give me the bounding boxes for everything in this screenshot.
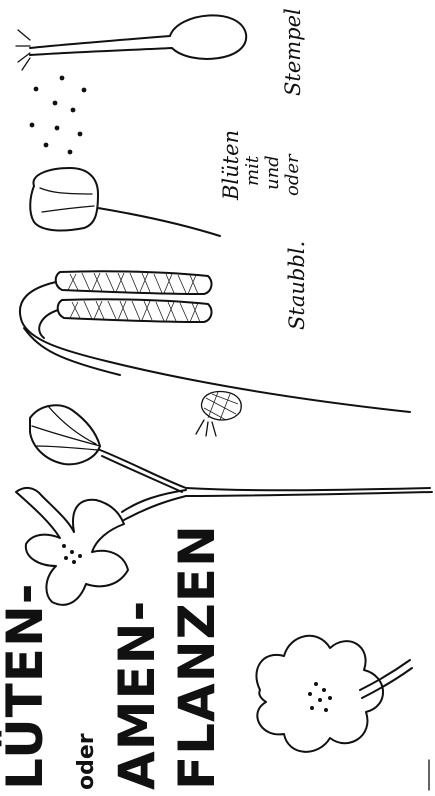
label-bluten: Blüten [221, 130, 242, 200]
title-line-1: LÜTEN- [0, 582, 50, 790]
main-stem-drawing [122, 490, 432, 520]
title-line-3: FLANZEN [172, 524, 222, 790]
round-flower-drawing [256, 636, 412, 752]
pollen-dots [30, 76, 87, 155]
title-connector: oder [76, 733, 98, 790]
title-line-2: AMEN- [112, 600, 162, 790]
label-staubbl: Staubbl. [287, 241, 308, 330]
cone-flower-drawing [196, 391, 241, 436]
label-mit: mit [244, 156, 262, 186]
stamen-bud-drawing [30, 168, 220, 236]
label-und: und [264, 155, 282, 190]
label-stempel: Stempel [283, 8, 304, 96]
catkins-drawing [20, 271, 410, 412]
label-oder: oder [284, 154, 302, 196]
pistil-drawing [16, 15, 246, 70]
